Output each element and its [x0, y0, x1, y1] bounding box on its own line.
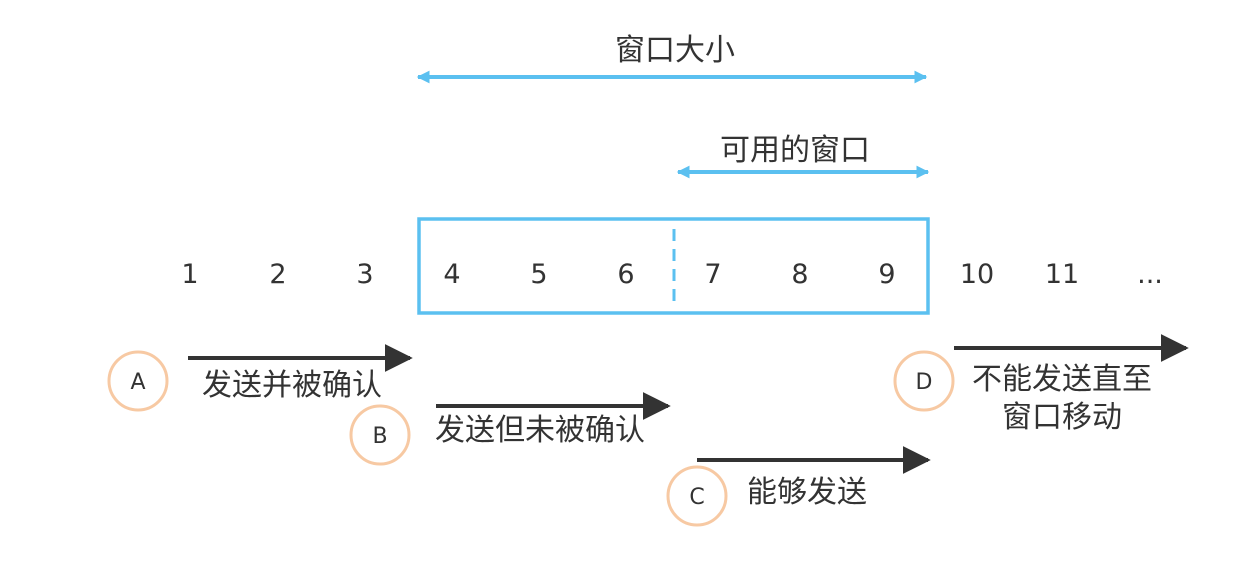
category-b: B 发送但未被确认	[349, 392, 671, 466]
sequence-numbers: 1 2 3 4 5 6 7 8 9 10 11 ...	[181, 259, 1162, 290]
seq-num: 5	[530, 259, 547, 290]
category-b-label: 发送但未被确认	[435, 413, 645, 448]
category-a-letter: A	[130, 370, 145, 395]
seq-num: 6	[617, 259, 634, 290]
category-d-label-line1: 不能发送直至	[972, 362, 1152, 397]
category-c: C 能够发送	[666, 446, 931, 527]
category-b-letter: B	[372, 424, 387, 449]
category-d-circle	[893, 350, 955, 412]
seq-num: 3	[356, 259, 373, 290]
seq-num: ...	[1137, 259, 1163, 290]
seq-num: 11	[1045, 259, 1079, 290]
category-d-letter: D	[916, 370, 933, 395]
category-a: A 发送并被确认	[107, 344, 413, 412]
seq-num: 4	[443, 259, 460, 290]
window-box	[417, 217, 930, 315]
seq-num: 2	[269, 259, 286, 290]
category-d: D 不能发送直至 窗口移动	[893, 334, 1189, 435]
category-b-circle	[349, 404, 411, 466]
category-c-circle	[666, 465, 728, 527]
category-d-label-line2: 窗口移动	[1002, 400, 1122, 435]
window-size-label: 窗口大小	[615, 33, 735, 68]
seq-num: 10	[960, 259, 994, 290]
available-window-label: 可用的窗口	[720, 133, 870, 168]
category-a-circle	[107, 350, 169, 412]
seq-num: 9	[878, 259, 895, 290]
category-c-label: 能够发送	[747, 475, 867, 510]
seq-num: 7	[704, 259, 721, 290]
seq-num: 8	[791, 259, 808, 290]
category-a-label: 发送并被确认	[202, 368, 382, 403]
category-c-letter: C	[689, 485, 704, 510]
seq-num: 1	[181, 259, 198, 290]
